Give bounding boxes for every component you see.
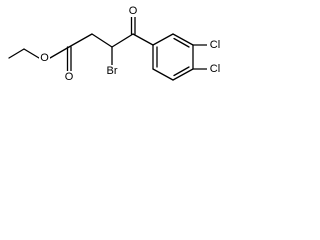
bond-ester-c-ch2 [68, 33, 93, 48]
ring-inner-double-2-3 [173, 37, 190, 48]
label-mask-ester-o [39, 52, 50, 64]
label-mask-cl4 [207, 63, 223, 75]
ring-inner-double-4-5 [173, 66, 190, 77]
ring-bond-5-6 [152, 68, 174, 81]
label-mask-cl3 [207, 39, 223, 51]
bond-chbr-ketone-c [111, 33, 134, 48]
ring-bond-4-5 [172, 68, 194, 81]
label-mask-br [104, 65, 120, 77]
atom-ester-carbonyl-oxygen: O [65, 71, 74, 83]
atom-ester-oxygen: O [40, 52, 49, 64]
bond-ch2-chbr [91, 33, 113, 48]
label-mask-ketone-o [127, 5, 138, 17]
bond-ketone-c-ring [132, 33, 154, 46]
atom-bromine: Br [107, 65, 118, 77]
label-mask-ester-carbonyl-o [63, 71, 74, 83]
structure-diagram: O O O Br Cl Cl [8, 5, 223, 83]
bond-ch2-o [23, 48, 40, 59]
atom-ketone-oxygen: O [129, 5, 138, 17]
atom-chlorine-3: Cl [210, 39, 220, 51]
ring-bond-2-3 [172, 33, 194, 46]
bond-ch3-ch2 [8, 48, 25, 59]
bond-o-ester-c [49, 46, 70, 59]
atom-chlorine-4: Cl [210, 63, 220, 75]
ring-bond-1-2 [152, 33, 174, 46]
